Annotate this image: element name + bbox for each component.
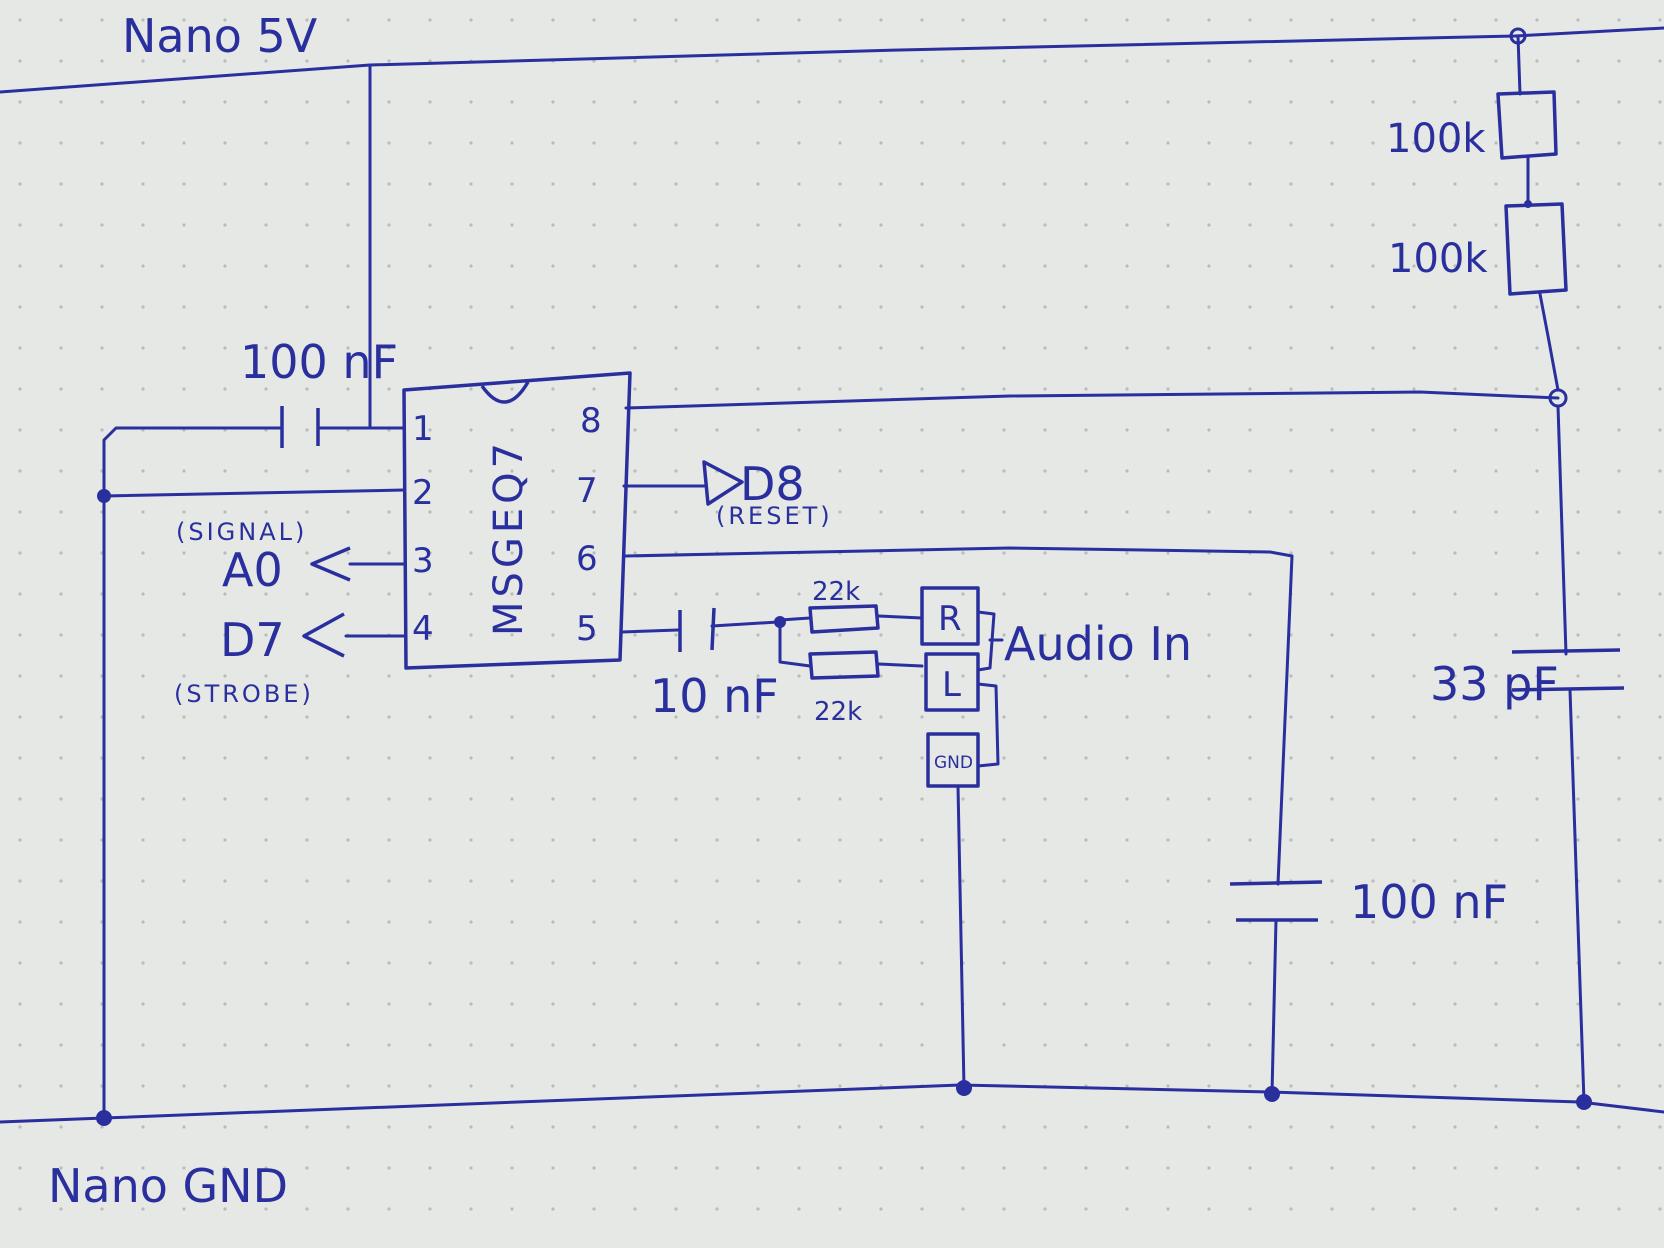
schematic-ink: Nano 5V Nano GND MSGEQ7 1 2 3 4 5 6 7 8 … xyxy=(0,9,1664,1213)
wire-cap-to-node xyxy=(710,620,780,628)
jack-r-box xyxy=(920,586,980,646)
pin-8: 8 xyxy=(580,401,602,441)
wire-node-to-r1 xyxy=(778,616,812,622)
wire-osc-vertical-top xyxy=(1556,404,1568,656)
resistor-top-label: 100k xyxy=(1386,116,1486,162)
pin-6: 6 xyxy=(576,539,598,579)
wire-pin2 xyxy=(102,488,406,498)
wire-pin6-down xyxy=(1276,554,1294,886)
jack-l-box xyxy=(924,652,980,712)
a0-note: (SIGNAL) xyxy=(176,518,307,546)
junction-jack-gnd xyxy=(956,1080,972,1096)
cap-pin6-plate-top xyxy=(1229,880,1323,886)
cap-input-plate-right xyxy=(710,607,716,651)
audio-in-label: Audio In xyxy=(1004,617,1192,671)
wire-pin8 xyxy=(624,390,1560,410)
wire-r-mid-to-osc xyxy=(1538,292,1560,392)
cap-osc-plate-top xyxy=(1511,648,1621,654)
wire-jack-gnd xyxy=(956,784,966,1090)
resistor-mid-label: 100k xyxy=(1388,236,1488,282)
rail-gnd-label: Nano GND xyxy=(48,1159,288,1213)
junction-pin6-gnd xyxy=(1264,1086,1280,1102)
d8-note: (RESET) xyxy=(716,502,833,530)
arrow-d7-icon xyxy=(302,612,345,658)
wire-r1-to-r xyxy=(876,614,924,620)
resistor-right-ch xyxy=(808,604,880,634)
cap-pin6-label: 100 nF xyxy=(1350,875,1508,929)
d8-label: D8 xyxy=(740,457,805,511)
rail-gnd xyxy=(0,1083,1664,1124)
junction-osc-gnd xyxy=(1576,1094,1592,1110)
wire-r2-to-l xyxy=(876,662,924,668)
arrow-a0-icon xyxy=(310,546,351,582)
wire-5v-to-r-top xyxy=(1516,34,1522,96)
pin-3: 3 xyxy=(412,541,434,581)
resistor-right-label: 22k xyxy=(812,577,860,607)
chip-name: MSGEQ7 xyxy=(486,439,532,636)
jack-gnd-box xyxy=(926,732,980,788)
pin-5: 5 xyxy=(576,609,598,649)
jack-bracket xyxy=(976,610,1004,768)
d7-note: (STROBE) xyxy=(174,680,314,708)
wire-node-down xyxy=(778,622,812,668)
jack-r-label: R xyxy=(938,599,962,639)
rail-5v xyxy=(0,26,1664,94)
resistor-left-label: 22k xyxy=(814,697,862,727)
wire-pin6 xyxy=(624,546,1294,558)
jack-gnd-label: GND xyxy=(934,753,973,773)
junction-pin2 xyxy=(97,489,111,503)
wire-osc-vertical-bottom xyxy=(1568,688,1586,1104)
cap-osc-plate-bottom xyxy=(1511,686,1625,692)
pin-4: 4 xyxy=(412,609,434,649)
cap-osc-label: 33 pF xyxy=(1430,657,1559,711)
resistor-mid xyxy=(1504,202,1568,296)
jack-l-label: L xyxy=(942,665,961,705)
junction-left-gnd xyxy=(96,1110,112,1126)
resistor-left-ch xyxy=(808,650,880,680)
a0-label: A0 xyxy=(222,543,283,597)
cap-decoupling-label: 100 nF xyxy=(240,335,398,389)
rail-5v-label: Nano 5V xyxy=(122,9,318,63)
wire-pin5 xyxy=(620,628,680,634)
pin-2: 2 xyxy=(412,473,434,513)
cap-input-label: 10 nF xyxy=(650,669,779,723)
chip-notch xyxy=(480,381,530,404)
pin-1: 1 xyxy=(412,409,434,449)
chip-body xyxy=(402,371,632,670)
wire-cap-left xyxy=(102,426,284,498)
pin-7: 7 xyxy=(576,471,598,511)
resistor-top xyxy=(1496,90,1558,160)
wire-cap-pin6-to-gnd xyxy=(1270,918,1278,1096)
arrow-d8-icon xyxy=(702,460,744,506)
d7-label: D7 xyxy=(220,613,285,667)
